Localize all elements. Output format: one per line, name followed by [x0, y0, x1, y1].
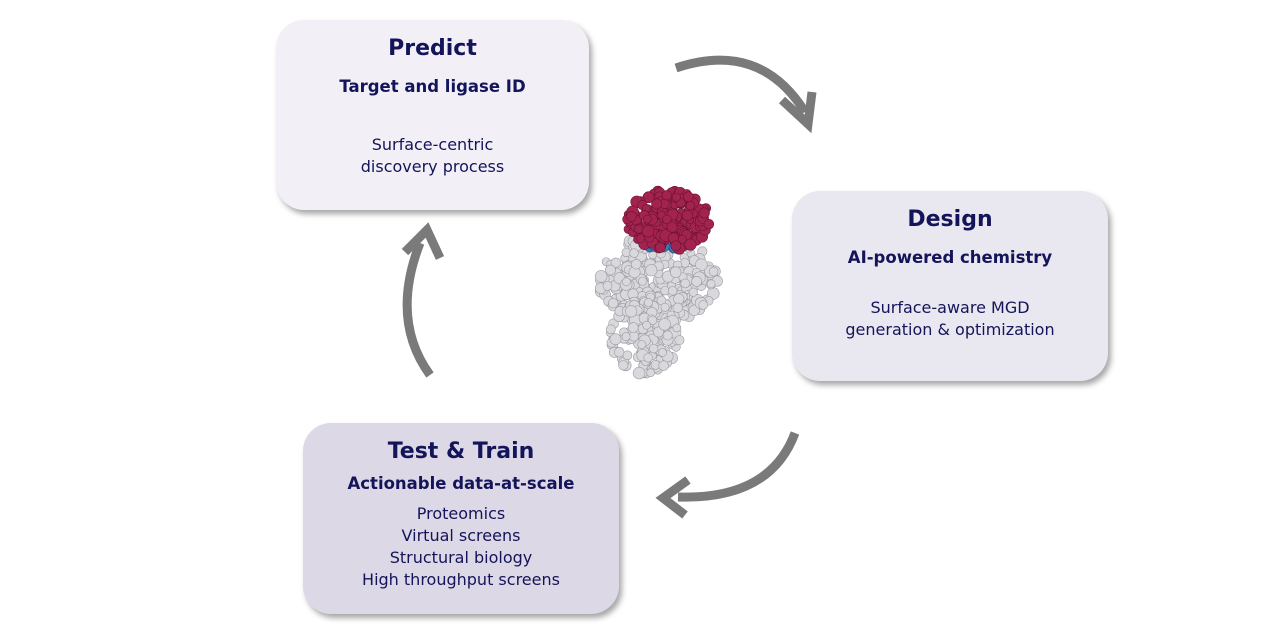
step-detail: Virtual screens: [401, 526, 521, 545]
step-subtitle: AI-powered chemistry: [847, 248, 1053, 267]
step-title: Test & Train: [387, 439, 535, 464]
step-test-train: Test & Train Actionable data-at-scale Pr…: [303, 423, 619, 614]
arrowhead-icon: [778, 91, 817, 134]
arrowhead-icon: [401, 222, 445, 260]
step-title: Predict: [388, 36, 477, 61]
step-design: Design AI-powered chemistry Surface-awar…: [792, 191, 1108, 381]
step-detail: Proteomics: [416, 504, 506, 523]
arrow-design-to-test: [677, 431, 800, 502]
arrow-test-to-predict: [402, 241, 434, 378]
step-detail: Structural biology: [389, 548, 533, 567]
step-title: Design: [907, 207, 993, 232]
step-subtitle: Target and ligase ID: [339, 77, 526, 96]
arrow-predict-to-design: [674, 55, 809, 115]
step-subtitle: Actionable data-at-scale: [347, 474, 575, 493]
step-predict: Predict Target and ligase ID Surface-cen…: [276, 20, 589, 210]
step-detail: Surface-aware MGD: [870, 298, 1030, 317]
step-detail: discovery process: [360, 157, 505, 176]
step-detail: generation & optimization: [845, 320, 1055, 339]
protein-structure-image: [594, 185, 723, 380]
step-detail: High throughput screens: [362, 570, 560, 589]
step-detail: Surface-centric: [371, 135, 494, 154]
arrowhead-icon: [655, 476, 691, 519]
